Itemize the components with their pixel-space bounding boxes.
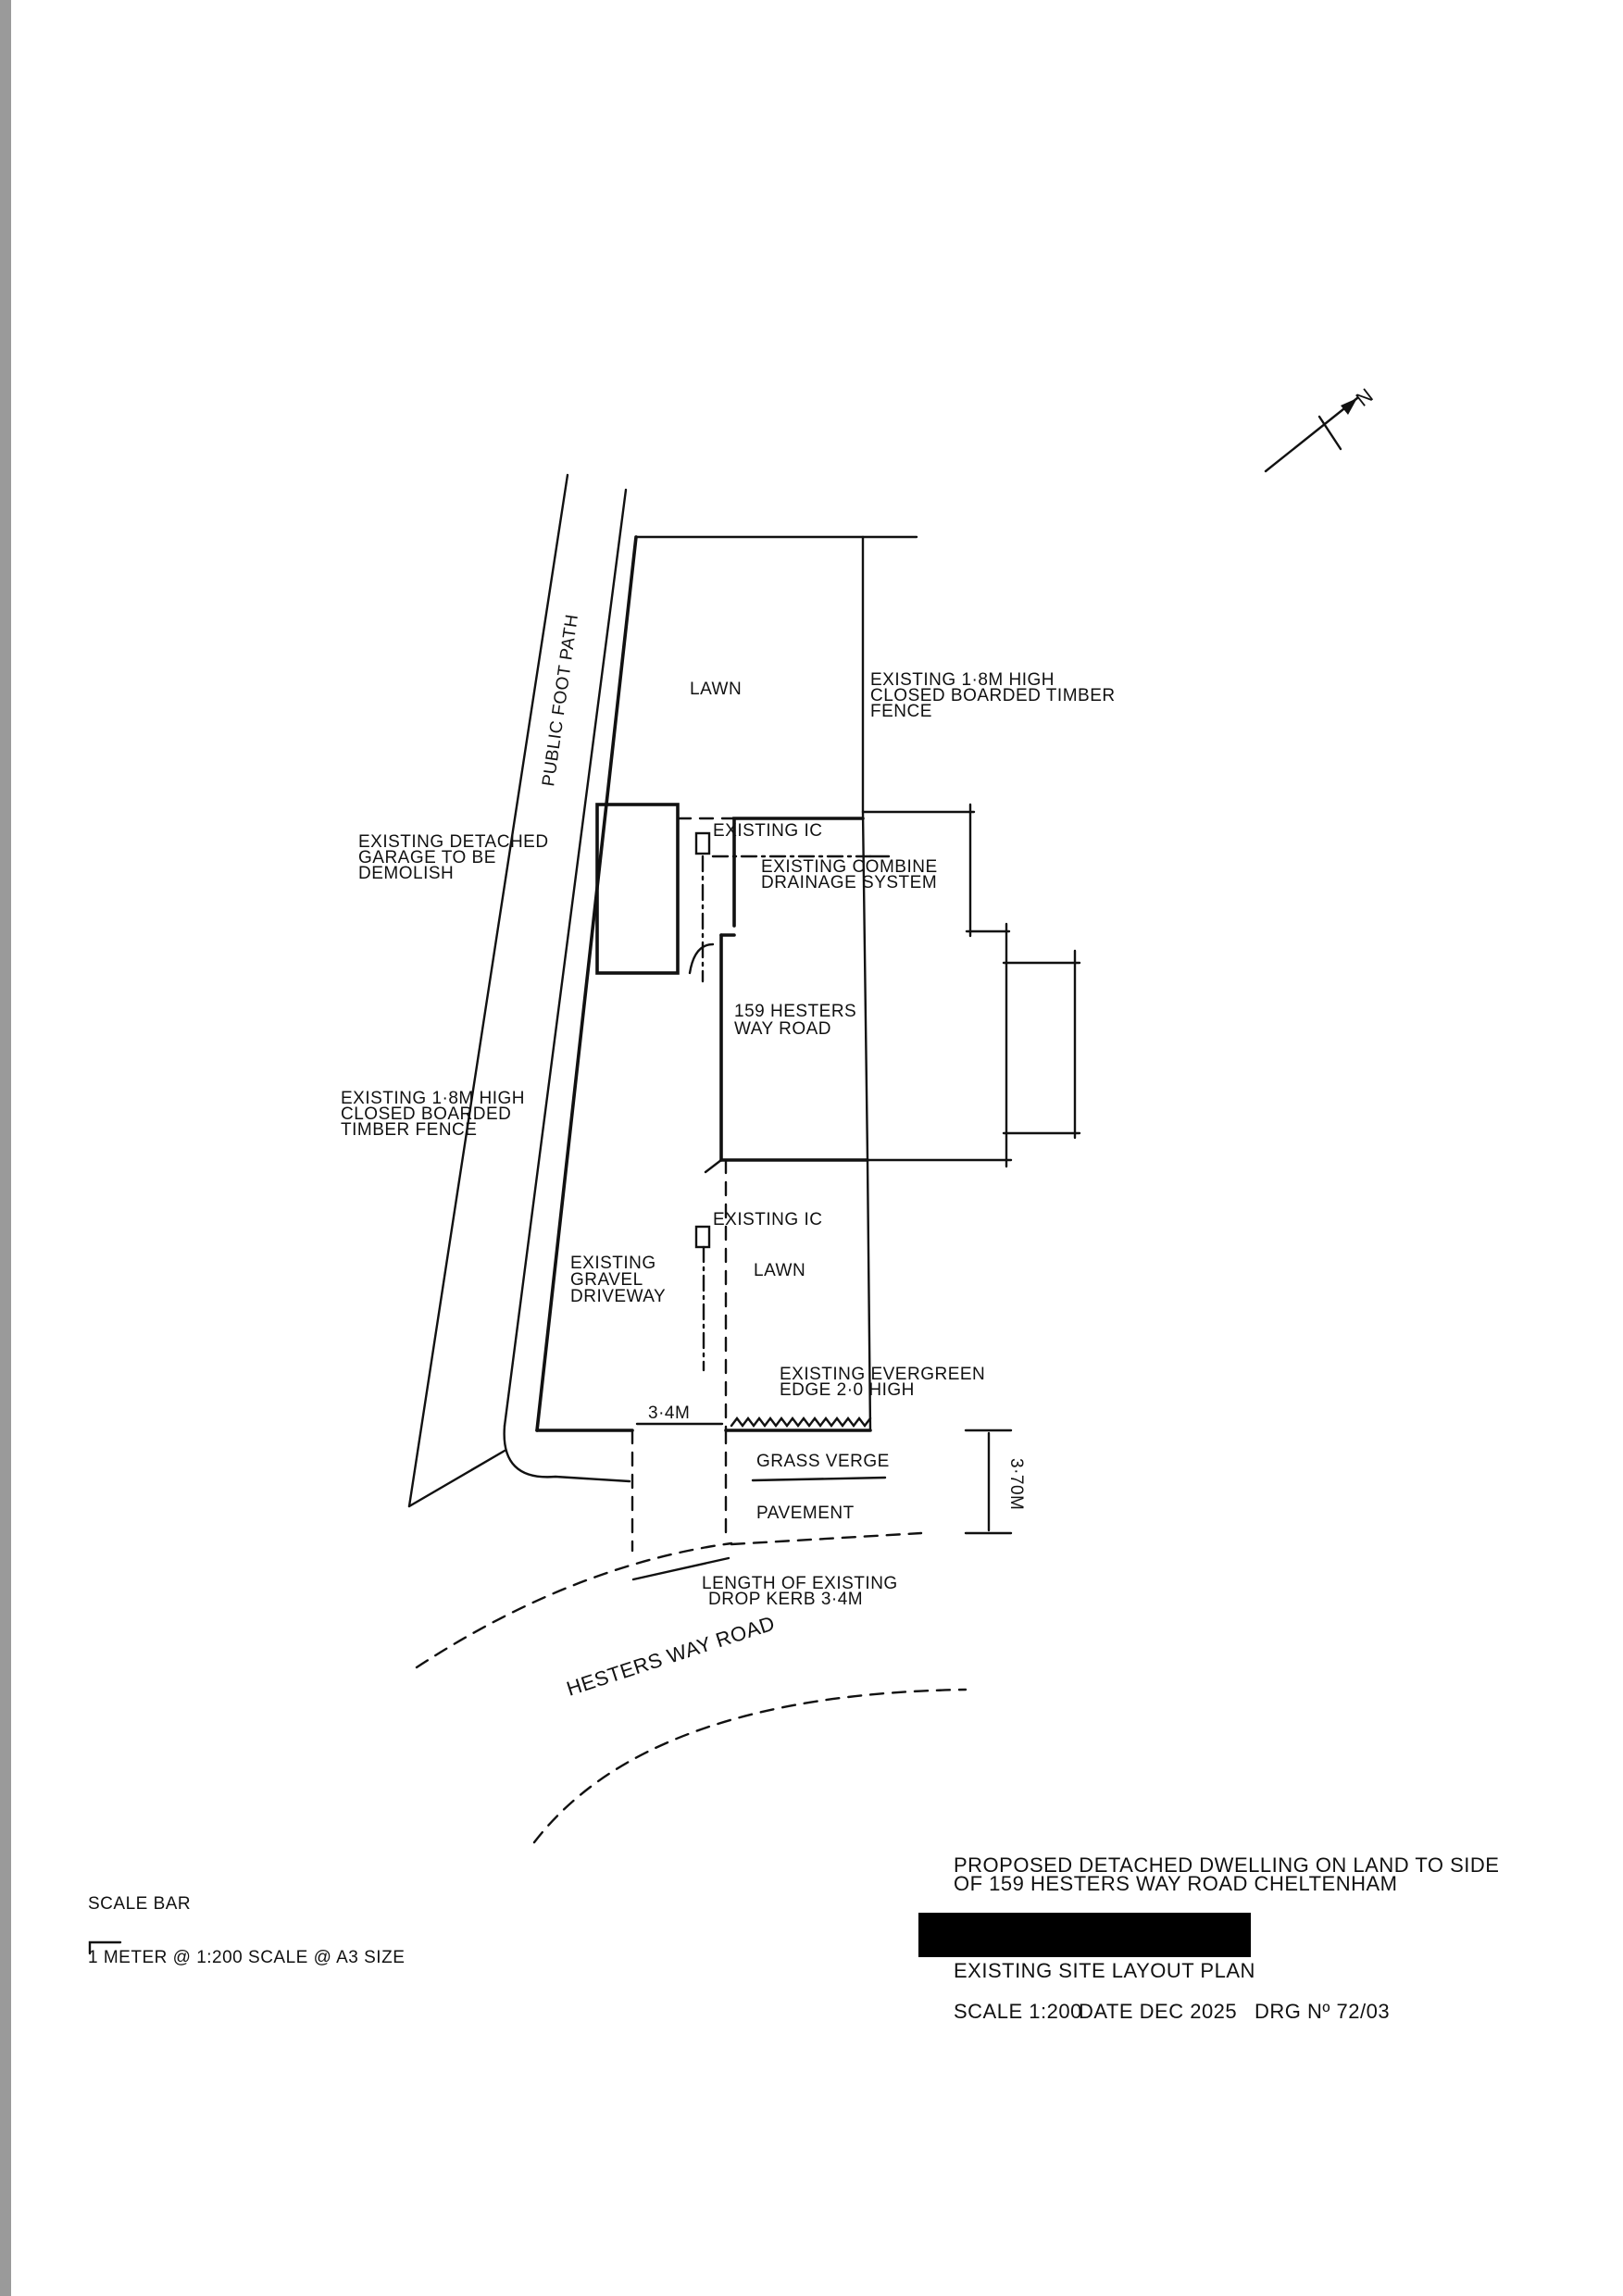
svg-text:EXISTING 1·8M HIGH: EXISTING 1·8M HIGH xyxy=(341,1089,525,1108)
gap-dimension-label: 3·4M xyxy=(648,1404,690,1423)
evergreen-hedge xyxy=(730,1416,872,1428)
north-arrow-icon xyxy=(1264,396,1359,473)
redaction-box xyxy=(918,1913,1251,1957)
project-title-line-2: OF 159 HESTERS WAY ROAD CHELTENHAM xyxy=(954,1872,1398,1895)
svg-text:WAY ROAD: WAY ROAD xyxy=(734,1019,831,1039)
house-label: 159 HESTERS WAY ROAD xyxy=(734,1002,856,1039)
drop-kerb-label: LENGTH OF EXISTING DROP KERB 3·4M xyxy=(702,1574,898,1609)
svg-text:DEMOLISH: DEMOLISH xyxy=(358,864,454,883)
grass-verge-label: GRASS VERGE xyxy=(756,1452,890,1471)
ic-top-label: EXISTING IC xyxy=(713,821,822,841)
svg-text:DRAINAGE SYSTEM: DRAINAGE SYSTEM xyxy=(761,873,937,892)
fence-left-label: EXISTING 1·8M HIGH CLOSED BOARDED TIMBER… xyxy=(341,1089,525,1140)
svg-text:EDGE 2·0 HIGH: EDGE 2·0 HIGH xyxy=(780,1380,915,1400)
north-label: N xyxy=(1352,383,1378,411)
svg-text:159 HESTERS: 159 HESTERS xyxy=(734,1002,856,1021)
scale-bar-title: SCALE BAR xyxy=(88,1894,191,1914)
scale-bar-text: 1 METER @ 1:200 SCALE @ A3 SIZE xyxy=(88,1948,405,1967)
svg-text:DROP KERB 3·4M: DROP KERB 3·4M xyxy=(708,1590,863,1609)
svg-text:EXISTING COMBINE: EXISTING COMBINE xyxy=(761,857,938,877)
scale-text: SCALE 1:200 xyxy=(954,2000,1082,2023)
public-footpath xyxy=(407,473,631,1508)
svg-text:LENGTH OF EXISTING: LENGTH OF EXISTING xyxy=(702,1574,898,1593)
svg-text:EXISTING 1·8M HIGH: EXISTING 1·8M HIGH xyxy=(870,670,1055,690)
scale-bar-icon xyxy=(88,1940,122,1955)
scan-edge xyxy=(0,0,11,2296)
svg-text:EXISTING EVERGREEN: EXISTING EVERGREEN xyxy=(780,1365,985,1384)
ic-bottom-label: EXISTING IC xyxy=(713,1210,822,1229)
footpath-label: PUBLIC FOOT PATH xyxy=(539,613,582,788)
road-frontage xyxy=(415,1422,1013,1844)
lawn-bottom-label: LAWN xyxy=(754,1261,805,1280)
door-swing xyxy=(688,942,715,975)
driveway-label: EXISTING GRAVEL DRIVEWAY xyxy=(570,1254,666,1306)
drawing-number: DRG Nº 72/03 xyxy=(1255,2000,1390,2023)
house-outline xyxy=(719,810,869,1162)
fence-right-label: EXISTING 1·8M HIGH CLOSED BOARDED TIMBER… xyxy=(870,670,1116,721)
svg-text:TIMBER FENCE: TIMBER FENCE xyxy=(341,1120,477,1140)
title-block: PROPOSED DETACHED DWELLING ON LAND TO SI… xyxy=(918,1853,1499,2023)
garage-outline xyxy=(595,803,680,975)
plot-boundary xyxy=(535,535,918,1432)
svg-text:EXISTING DETACHED: EXISTING DETACHED xyxy=(358,832,549,852)
svg-text:DRIVEWAY: DRIVEWAY xyxy=(570,1287,666,1306)
project-title-line-1: PROPOSED DETACHED DWELLING ON LAND TO SI… xyxy=(954,1853,1499,1877)
evergreen-label: EXISTING EVERGREEN EDGE 2·0 HIGH xyxy=(780,1365,985,1400)
verge-dimension-label: 3·70M xyxy=(1006,1458,1026,1510)
svg-text:EXISTING: EXISTING xyxy=(570,1254,656,1273)
inspection-chamber-icon xyxy=(694,1225,711,1249)
svg-text:FENCE: FENCE xyxy=(870,702,932,721)
date-text: DATE DEC 2025 xyxy=(1079,2000,1237,2023)
inspection-chamber-icon xyxy=(694,831,711,855)
pavement-label: PAVEMENT xyxy=(756,1504,855,1523)
drainage-run xyxy=(694,831,891,1432)
svg-text:CLOSED BOARDED TIMBER: CLOSED BOARDED TIMBER xyxy=(870,686,1116,705)
drainage-label: EXISTING COMBINE DRAINAGE SYSTEM xyxy=(761,857,938,892)
lawn-top-label: LAWN xyxy=(690,680,742,699)
garage-label: EXISTING DETACHED GARAGE TO BE DEMOLISH xyxy=(358,832,549,883)
svg-text:GARAGE TO BE: GARAGE TO BE xyxy=(358,848,496,867)
drop-kerb-dimension-line xyxy=(631,1556,730,1581)
svg-text:GRAVEL: GRAVEL xyxy=(570,1270,643,1290)
road-label: HESTERS WAY ROAD xyxy=(564,1611,778,1700)
svg-text:CLOSED BOARDED: CLOSED BOARDED xyxy=(341,1104,511,1124)
neighbour-outline xyxy=(861,803,1081,1168)
drawing-title: EXISTING SITE LAYOUT PLAN xyxy=(954,1959,1255,1982)
